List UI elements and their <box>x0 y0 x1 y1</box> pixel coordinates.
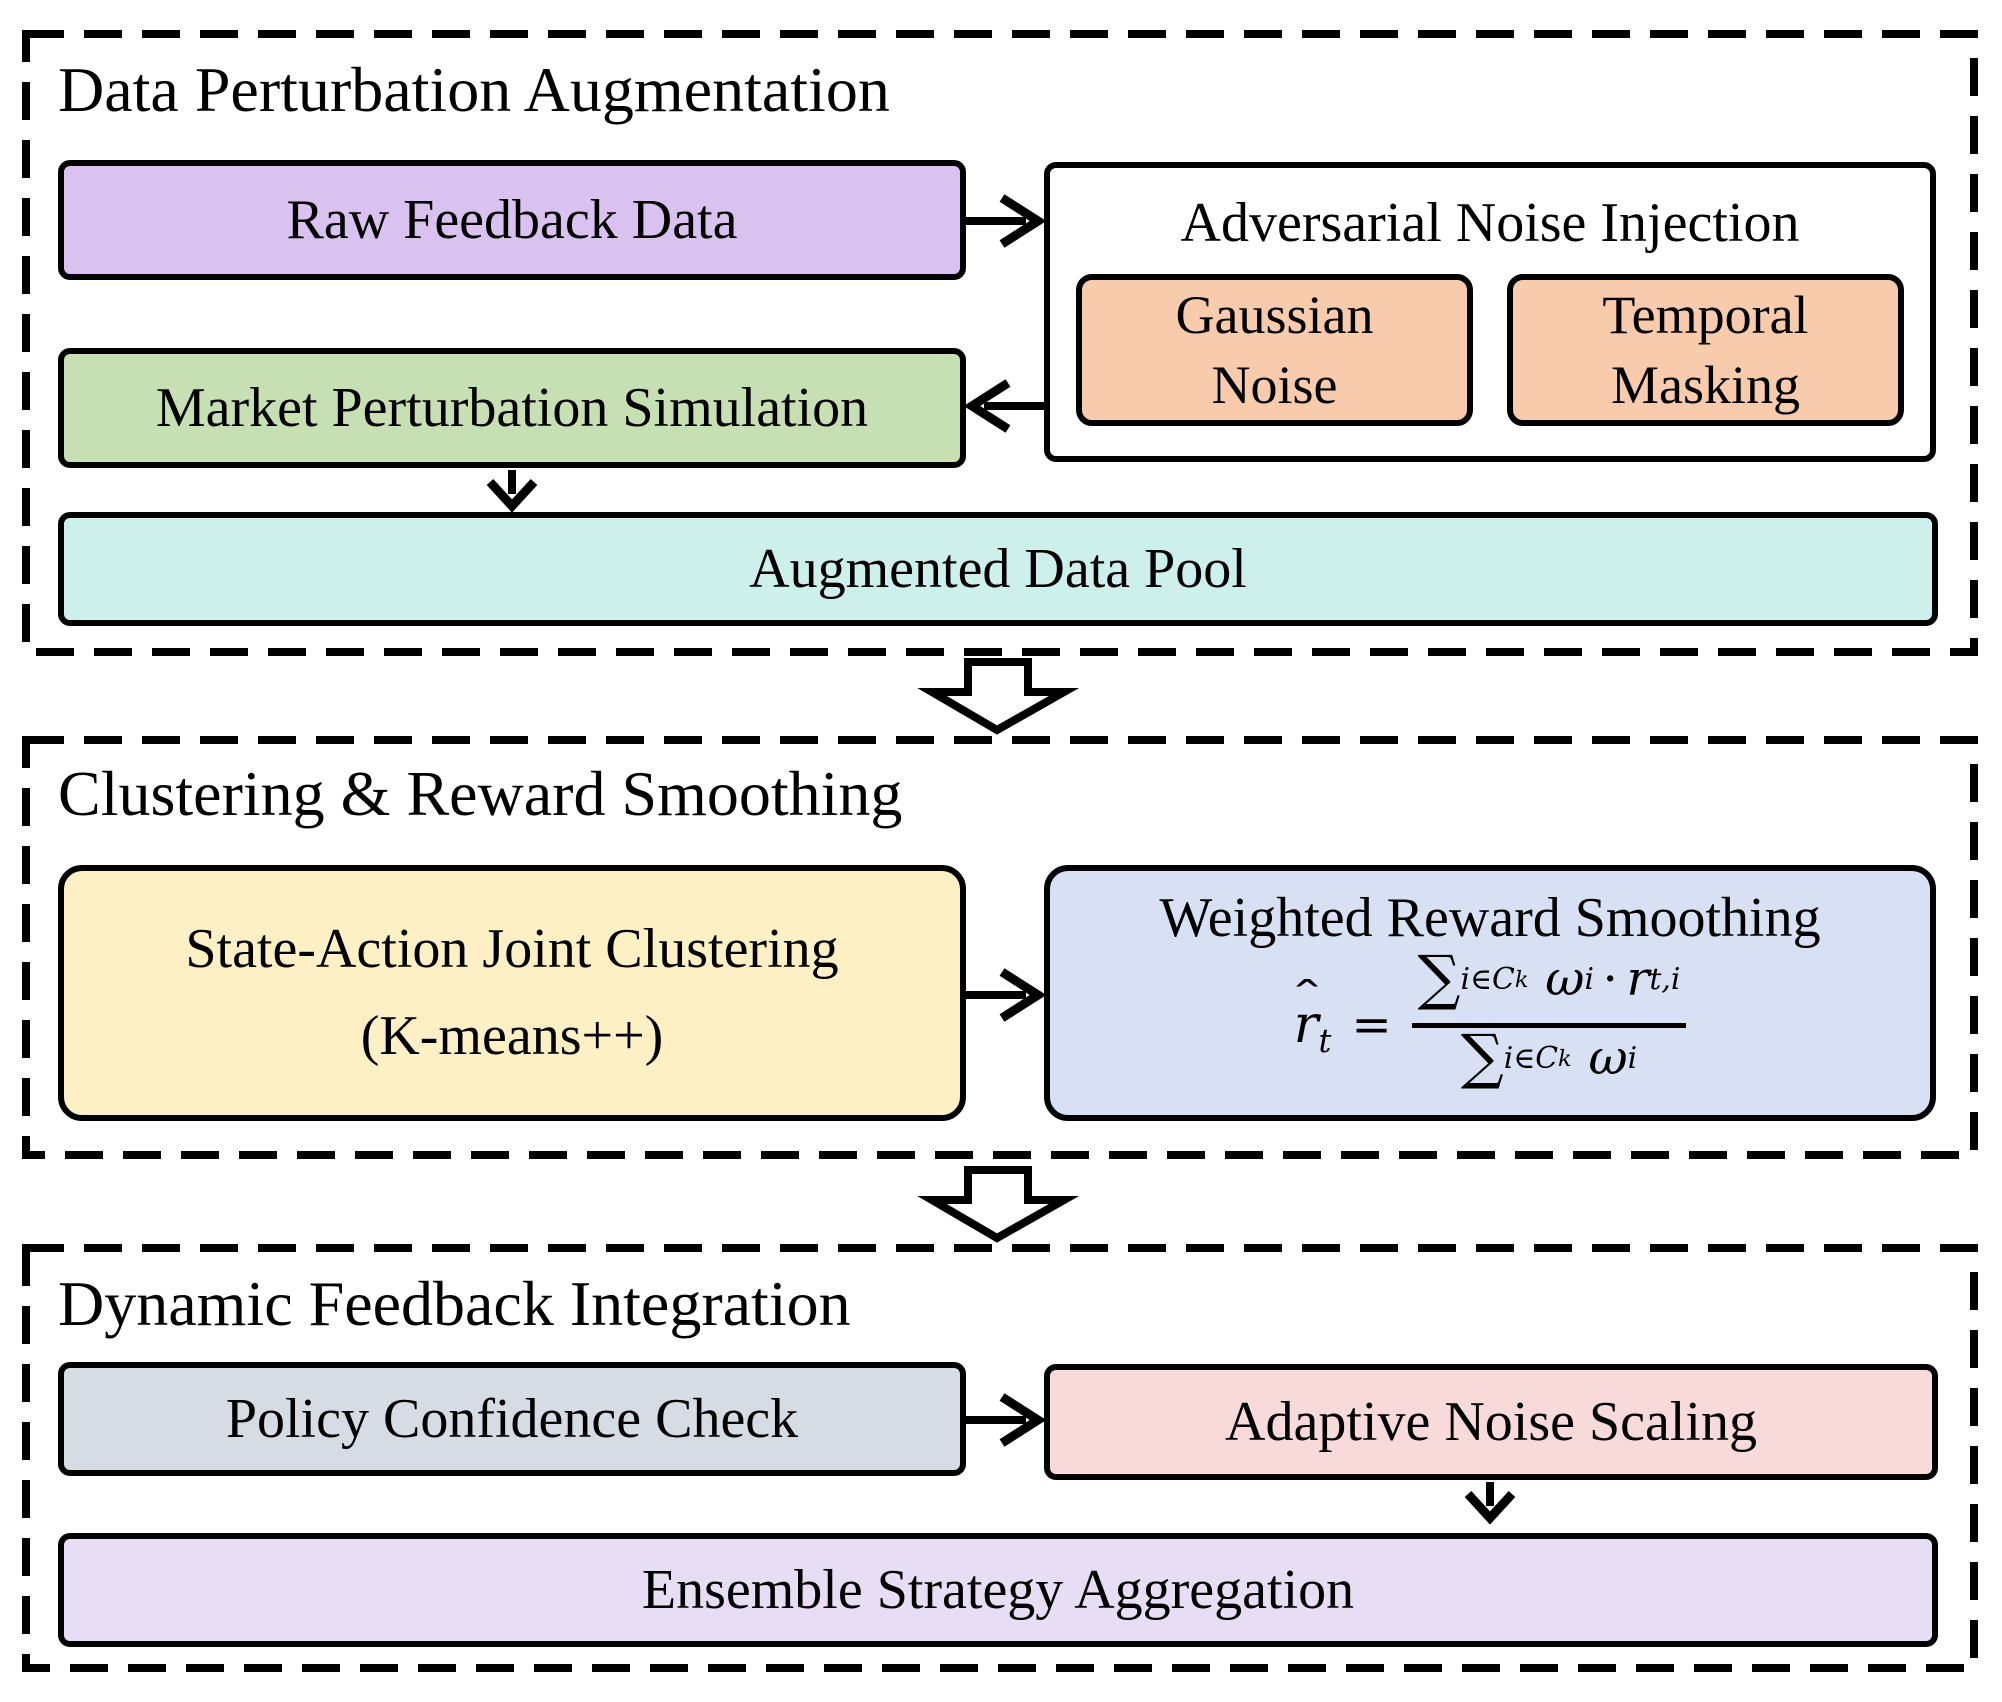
numerator-omega-sub: i <box>1584 962 1594 998</box>
temporal-masking-line1: Temporal <box>1602 284 1809 345</box>
joint-clustering-line1: State-Action Joint Clustering <box>185 918 839 981</box>
numerator-sum-sign: ∑ <box>1417 942 1461 1013</box>
gaussian-noise-chip: Gaussian Noise <box>1076 274 1473 426</box>
arrow-policy-to-adaptive <box>966 1393 1047 1447</box>
formula-r-base: r <box>1293 994 1319 1055</box>
weighted-reward-smoothing-title: Weighted Reward Smoothing <box>1159 887 1821 949</box>
policy-confidence-check-box: Policy Confidence Check <box>58 1362 966 1476</box>
augmentation-section-title: Data Perturbation Augmentation <box>58 54 890 125</box>
noise-chip-row: Gaussian Noise Temporal Masking <box>1050 258 1930 426</box>
numerator-omega: ω <box>1545 951 1585 1007</box>
hat-accent: ˆ <box>1289 972 1325 1022</box>
temporal-masking-line2: Masking <box>1611 355 1800 415</box>
numerator-r-sub: t,i <box>1649 962 1681 998</box>
gaussian-noise-line1: Gaussian <box>1175 284 1374 345</box>
arrow-market-to-pool <box>486 470 538 513</box>
numerator-sum-sub: i∈C <box>1460 962 1515 998</box>
arrow-adaptive-to-ensemble <box>1464 1482 1516 1525</box>
numerator-r: r <box>1626 951 1650 1007</box>
block-arrow-down-1 <box>917 658 1080 735</box>
arrow-clustering-to-smoothing <box>966 968 1047 1022</box>
raw-feedback-data-box: Raw Feedback Data <box>58 160 966 280</box>
augmented-data-pool-label: Augmented Data Pool <box>749 538 1247 600</box>
numerator-sum-subsub: k <box>1514 966 1529 993</box>
joint-clustering-line2: (K-means++) <box>360 1005 664 1067</box>
ensemble-aggregation-label: Ensemble Strategy Aggregation <box>641 1559 1355 1621</box>
integration-section-border <box>22 1244 1978 1672</box>
formula-equals: = <box>1351 996 1392 1053</box>
adaptive-noise-scaling-label: Adaptive Noise Scaling <box>1225 1391 1757 1453</box>
ensemble-aggregation-box: Ensemble Strategy Aggregation <box>58 1533 1938 1647</box>
gaussian-noise-line2: Noise <box>1211 355 1338 415</box>
market-perturbation-label: Market Perturbation Simulation <box>155 377 869 439</box>
augmentation-section-border <box>22 30 1978 656</box>
clustering-section-border <box>22 736 1978 1159</box>
block-arrow-down-2 <box>917 1166 1080 1243</box>
raw-feedback-data-label: Raw Feedback Data <box>286 189 738 251</box>
market-perturbation-box: Market Perturbation Simulation <box>58 348 966 468</box>
denominator-sum-subsub: k <box>1558 1045 1572 1072</box>
joint-clustering-box: State-Action Joint Clustering (K-means++… <box>58 865 966 1121</box>
integration-section-title: Dynamic Feedback Integration <box>58 1268 851 1339</box>
adaptive-noise-scaling-box: Adaptive Noise Scaling <box>1044 1364 1938 1480</box>
fraction-bar <box>1411 1023 1687 1028</box>
formula-lhs-sub: t <box>1318 1022 1332 1061</box>
clustering-section-title: Clustering & Reward Smoothing <box>58 758 903 829</box>
denominator-sum-sub: i∈C <box>1503 1041 1559 1077</box>
augmented-data-pool-box: Augmented Data Pool <box>58 512 1938 626</box>
adversarial-noise-injection-box: Adversarial Noise Injection Gaussian Noi… <box>1044 162 1936 462</box>
denominator-sum-sign: ∑ <box>1460 1021 1504 1092</box>
numerator-dot: · <box>1602 951 1618 1007</box>
denominator-omega-sub: i <box>1627 1041 1638 1077</box>
policy-confidence-check-label: Policy Confidence Check <box>225 1388 799 1450</box>
denominator-omega: ω <box>1588 1030 1628 1086</box>
arrow-raw-to-injection <box>966 194 1047 248</box>
adversarial-noise-injection-title: Adversarial Noise Injection <box>1180 192 1800 254</box>
temporal-masking-chip: Temporal Masking <box>1507 274 1904 426</box>
arrow-injection-to-market <box>963 379 1044 433</box>
